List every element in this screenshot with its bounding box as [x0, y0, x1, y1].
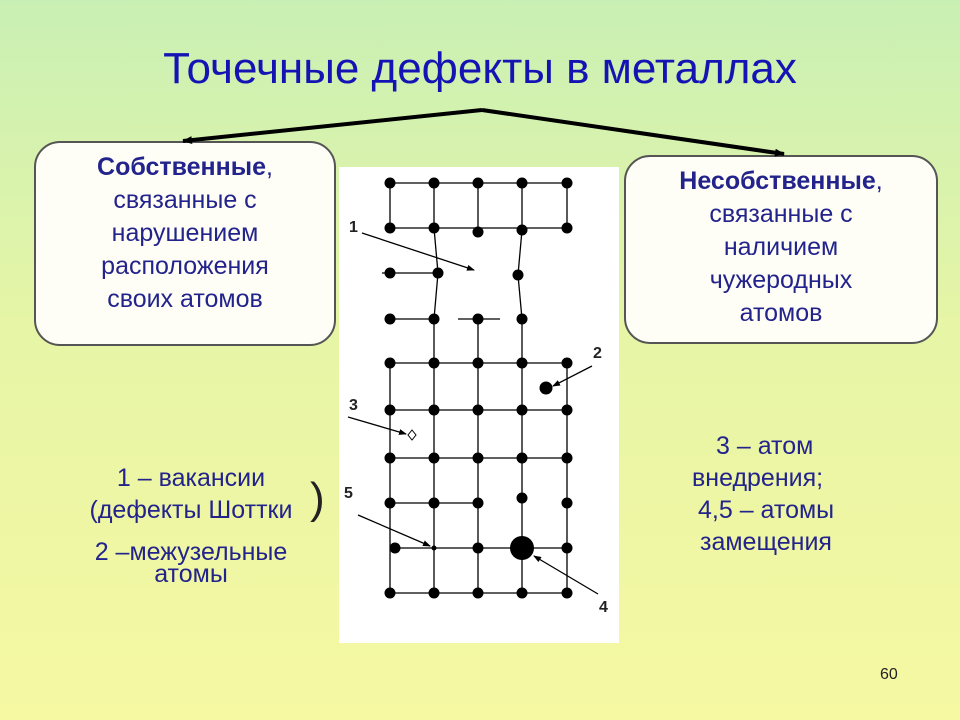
arrow-vacancy	[361, 232, 475, 271]
lattice-bonds	[382, 182, 568, 594]
extrinsic-legend: 3 – атом внедрения; 4,5 – атомы замещени…	[690, 430, 910, 558]
defect-arrows	[347, 232, 599, 595]
intrinsic-defects-box: Собственные, связанные с нарушением расп…	[34, 141, 336, 346]
arrow-embedded	[347, 416, 407, 435]
large-substitution-atom	[510, 536, 534, 560]
extrinsic-line: наличием	[723, 233, 839, 261]
extrinsic-line: атомов	[739, 299, 823, 327]
intrinsic-line: связанные с	[113, 186, 257, 214]
page-number: 60	[880, 666, 898, 683]
intrinsic-line: нарушением	[111, 219, 259, 247]
label-4: 4	[599, 599, 608, 616]
legend-atoms: атомы	[154, 560, 228, 588]
intrinsic-line: своих атомов	[107, 285, 263, 313]
legend-embedded-atom: 3 – атом	[716, 432, 814, 460]
embedded-atom	[407, 429, 417, 441]
legend-vacancy: 1 – вакансии	[116, 464, 266, 492]
slide-title: Точечные дефекты в металлах	[163, 44, 797, 93]
interstitial-atom	[539, 381, 553, 395]
arrow-small-substitution	[357, 514, 431, 547]
extrinsic-comma: ,	[875, 167, 883, 195]
label-2: 2	[593, 345, 602, 362]
intrinsic-line: расположения	[101, 252, 269, 280]
label-3: 3	[349, 397, 358, 414]
intrinsic-heading: Собственные	[97, 153, 267, 181]
branch-arrows	[182, 108, 785, 157]
extrinsic-line: связанные с	[709, 200, 853, 228]
arrow-interstitial	[552, 365, 593, 387]
closing-paren: )	[310, 474, 325, 523]
intrinsic-comma: ,	[266, 153, 273, 181]
extrinsic-heading: Несобственные	[679, 167, 876, 195]
small-substitution-atom	[431, 545, 437, 551]
legend-substitution-atoms: 4,5 – атомы	[698, 496, 835, 524]
arrow-large-substitution	[533, 555, 599, 595]
intrinsic-legend: 1 – вакансии (дефекты Шоттки 2 –межузель…	[46, 462, 336, 590]
legend-embedding: внедрения;	[692, 464, 824, 492]
legend-interstitial: 2 –межузельные	[94, 538, 288, 566]
legend-schottky: (дефекты Шоттки	[89, 496, 293, 524]
arrow-to-intrinsic	[182, 108, 483, 145]
extrinsic-defects-box: Несобственные, связанные с наличием чуже…	[624, 155, 938, 344]
label-1: 1	[349, 219, 358, 236]
lattice-atoms	[384, 177, 573, 599]
legend-substitution: замещения	[700, 528, 832, 556]
label-5: 5	[344, 485, 353, 502]
extrinsic-line: чужеродных	[709, 266, 853, 294]
arrow-to-extrinsic	[481, 108, 785, 157]
